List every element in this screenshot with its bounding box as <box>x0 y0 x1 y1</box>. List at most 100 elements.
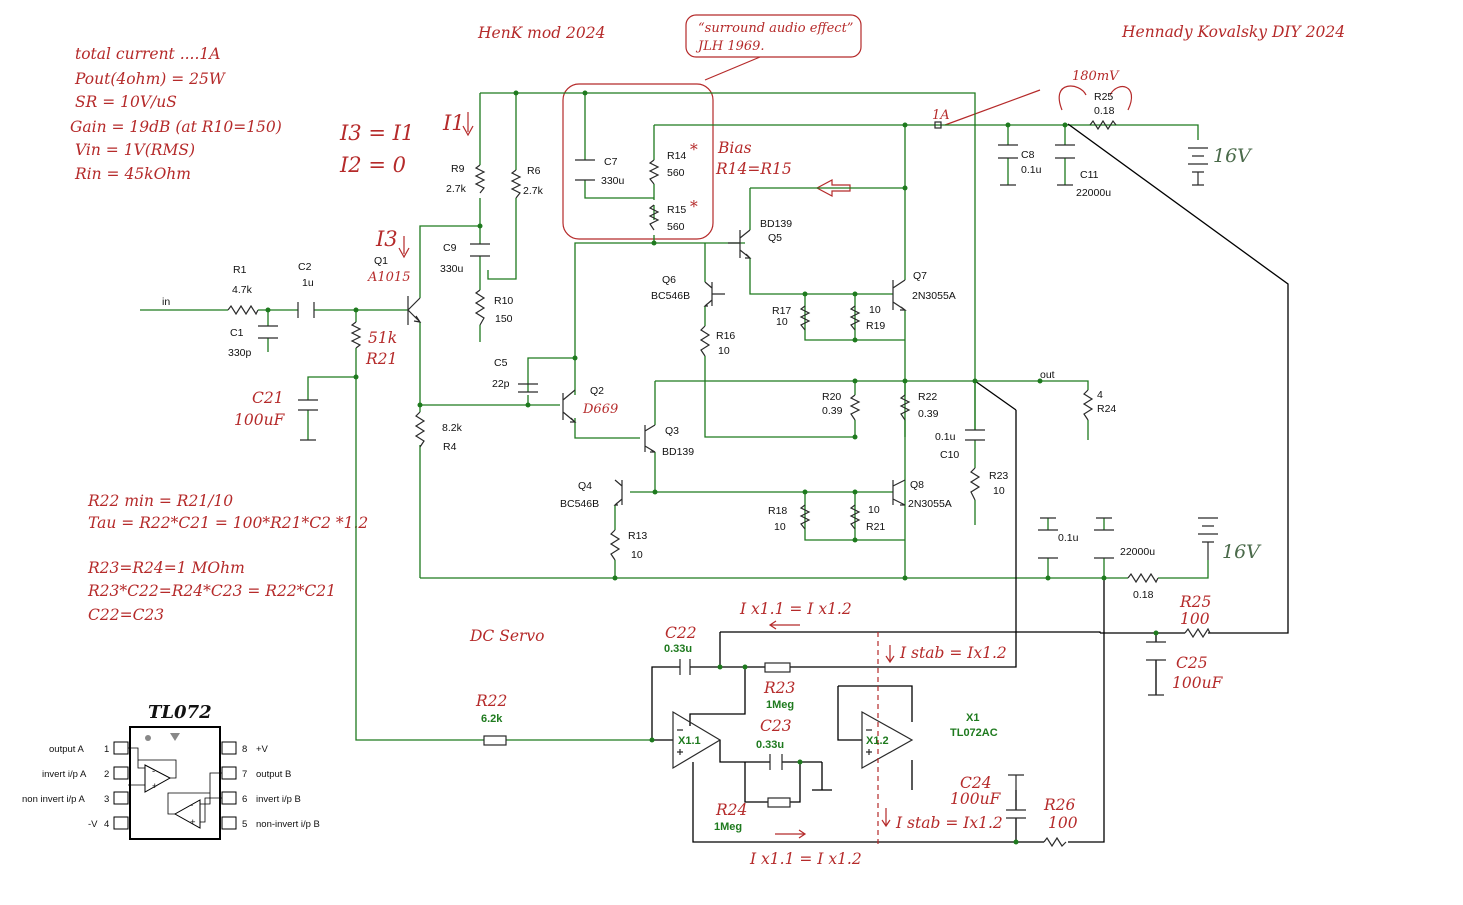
r25-top-value: 0.18 <box>1094 105 1115 117</box>
c5-value: 22p <box>492 378 510 390</box>
c1-name: C1 <box>230 327 244 339</box>
component-symbols <box>227 119 1218 848</box>
istab-top-label: I stab = Ix1.2 <box>899 644 1007 662</box>
q6-symbol <box>703 281 725 307</box>
c-bottom-1-symbol <box>1038 517 1058 559</box>
c11-name: C11 <box>1080 169 1099 181</box>
r19-value: 10 <box>869 304 881 316</box>
r9-name: R9 <box>451 163 465 175</box>
c22-value: 0.33u <box>664 643 692 655</box>
tl072-pin3-num: 3 <box>104 794 109 805</box>
r15-value: 560 <box>667 221 685 233</box>
bias-title: Bias <box>717 139 752 157</box>
q1-name: Q1 <box>374 255 388 267</box>
c5-name: C5 <box>494 357 508 369</box>
istab-top-arrow <box>885 645 895 664</box>
c11-symbol <box>1055 144 1075 186</box>
r22-output-symbol <box>899 394 911 421</box>
battery-bottom-symbol <box>1198 517 1218 560</box>
r4-name: R4 <box>443 441 457 453</box>
c7-symbol <box>575 159 595 181</box>
r25-top-name: R25 <box>1094 91 1113 103</box>
formula-rc: R23*C22=R24*C23 = R22*C21 <box>87 582 336 600</box>
r4-value: 8.2k <box>442 422 463 434</box>
tl072-pin8-label: +V <box>256 744 269 755</box>
r23-servo-value: 1Meg <box>766 699 794 711</box>
dc-servo-title: DC Servo <box>469 627 545 645</box>
q2-name: Q2 <box>590 385 604 397</box>
svg-text:+: + <box>190 817 196 828</box>
r10-symbol <box>474 289 486 326</box>
net-out: out <box>1040 369 1055 381</box>
meas-1a-pointer <box>944 89 1041 126</box>
r23-servo-name: R23 <box>763 679 796 697</box>
r14-mark: * <box>690 141 698 159</box>
tl072-pin6-label: invert i/p B <box>256 794 301 805</box>
r15-name: R15 <box>667 204 686 216</box>
r22-servo-value: 6.2k <box>481 713 503 725</box>
formula-r23r24: R23=R24=1 MOhm <box>87 559 245 577</box>
r26-symbol <box>1043 836 1067 848</box>
q3-symbol <box>644 424 656 453</box>
r17-value: 10 <box>776 316 788 328</box>
tl072-pin4-num: 4 <box>104 819 109 830</box>
c2-name: C2 <box>298 261 312 273</box>
r14-value: 560 <box>667 167 685 179</box>
current-notes: I3 = I1 I2 = 0 I1 I3 180mV 1A <box>339 69 1133 259</box>
r17-symbol <box>799 305 811 331</box>
r22-output-name: R22 <box>918 391 937 403</box>
r26-name: R26 <box>1043 796 1076 814</box>
spec-rin: Rin = 45kOhm <box>74 165 191 183</box>
q2-symbol <box>562 389 577 423</box>
r13-name: R13 <box>628 530 647 542</box>
ix-bottom-arrow <box>775 829 807 839</box>
c-bottom-2-value: 22000u <box>1120 546 1155 558</box>
x12-symbol <box>861 710 914 770</box>
r21-input-value: 51k <box>368 329 397 347</box>
i2-eq-0: I2 = 0 <box>339 153 406 177</box>
r15-symbol <box>648 204 660 231</box>
svg-text:+: + <box>152 781 158 792</box>
x12-name: X1.2 <box>866 735 889 747</box>
tl072-pin5-num: 5 <box>242 819 247 830</box>
r13-value: 10 <box>631 549 643 561</box>
q4-type: BC546B <box>560 498 599 510</box>
surround-line-1: “surround audio effect” <box>698 21 853 36</box>
r9-symbol <box>474 164 486 194</box>
tl072-pin8-num: 8 <box>242 744 247 755</box>
c9-name: C9 <box>443 242 457 254</box>
c11-value: 22000u <box>1076 187 1111 199</box>
c2-symbol <box>297 302 315 318</box>
r1-value: 4.7k <box>232 284 253 296</box>
q8-type: 2N3055A <box>908 498 952 510</box>
i3-eq-i1: I3 = I1 <box>339 121 414 145</box>
r14-name: R14 <box>667 150 686 162</box>
spec-current: total current ....1A <box>75 45 220 63</box>
surround-line-2: JLH 1969. <box>695 39 765 54</box>
c23-name: C23 <box>760 717 792 735</box>
formula-tau: Tau = R22*C21 = 100*R21*C2 *1.2 <box>88 514 368 532</box>
r-bottom-symbol <box>1127 572 1159 584</box>
tl072-pin3-label: non invert i/p A <box>22 794 86 805</box>
r24-output-value: 4 <box>1097 389 1103 401</box>
r23-output-value: 10 <box>993 485 1005 497</box>
r9-value: 2.7k <box>446 183 467 195</box>
r23-servo-symbol <box>764 662 791 673</box>
tl072-pin1-num: 1 <box>104 744 109 755</box>
r20-symbol <box>849 394 861 421</box>
q7-type: 2N3055A <box>912 290 956 302</box>
r22-output-value: 0.39 <box>918 408 939 420</box>
r1-symbol <box>227 304 259 316</box>
r15-mark: * <box>690 198 698 216</box>
spec-slew: SR = 10V/uS <box>75 93 177 111</box>
c23-symbol <box>769 754 783 770</box>
q5-type: BD139 <box>760 218 792 230</box>
c1-value: 330p <box>228 347 252 359</box>
tl072-opamp-a <box>144 764 172 793</box>
tl072-pin1-dot <box>145 735 151 741</box>
r19-name: R19 <box>866 320 885 332</box>
r21-output-value: 10 <box>868 504 880 516</box>
r18-name: R18 <box>768 505 787 517</box>
header-notes: HenK mod 2024 Hennady Kovalsky DIY 2024 … <box>477 14 1345 240</box>
r21-input-name: R21 <box>365 350 397 368</box>
